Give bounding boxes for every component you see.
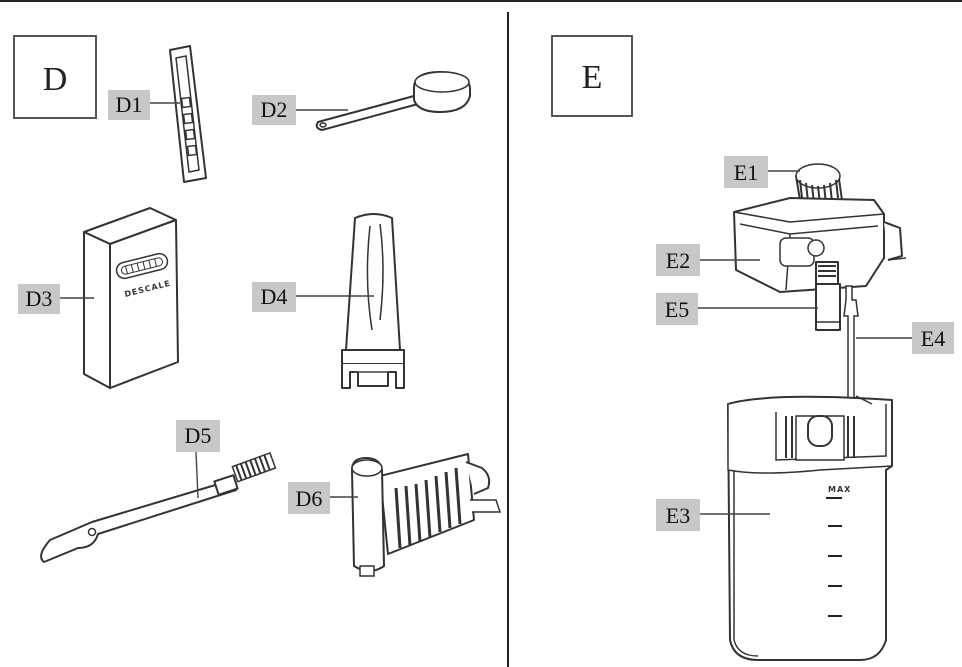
- svg-text:D1: D1: [116, 92, 143, 117]
- callout-d4: D4: [252, 282, 296, 312]
- callout-e5: E5: [656, 293, 698, 325]
- callout-e1: E1: [724, 156, 768, 188]
- callout-d2: D2: [252, 95, 296, 125]
- callout-e2: E2: [656, 244, 700, 276]
- callout-d1: D1: [108, 90, 150, 120]
- callout-d6: D6: [288, 482, 330, 514]
- panel-d-label: D: [13, 35, 97, 119]
- filter-cartridge-illustration: [341, 213, 405, 389]
- measuring-spoon-illustration: [315, 71, 471, 131]
- callout-d3: D3: [18, 284, 60, 314]
- frother-nozzle-illustration: [351, 453, 502, 577]
- test-strip-illustration: [169, 45, 207, 183]
- svg-text:E1: E1: [734, 160, 758, 185]
- svg-text:E5: E5: [665, 297, 689, 322]
- callout-d5: D5: [176, 420, 220, 452]
- panel-e-label: E: [551, 35, 633, 117]
- svg-text:E4: E4: [921, 326, 945, 351]
- callout-e4: E4: [912, 322, 954, 354]
- svg-text:E2: E2: [666, 248, 690, 273]
- callout-e3: E3: [656, 499, 700, 531]
- svg-text:D3: D3: [26, 286, 53, 311]
- milk-jug-assembly-illustration: MAX: [727, 163, 907, 661]
- panel-e-letter: E: [582, 59, 603, 96]
- cleaning-brush-illustration: [40, 451, 277, 563]
- svg-text:D6: D6: [296, 486, 323, 511]
- descale-box-illustration: DESCALE: [83, 207, 179, 389]
- svg-text:D5: D5: [185, 423, 212, 448]
- svg-text:E3: E3: [666, 503, 690, 528]
- jug-max-marking: MAX: [828, 485, 851, 494]
- svg-text:D2: D2: [261, 97, 288, 122]
- panel-d-letter: D: [43, 61, 68, 98]
- svg-text:D4: D4: [261, 284, 288, 309]
